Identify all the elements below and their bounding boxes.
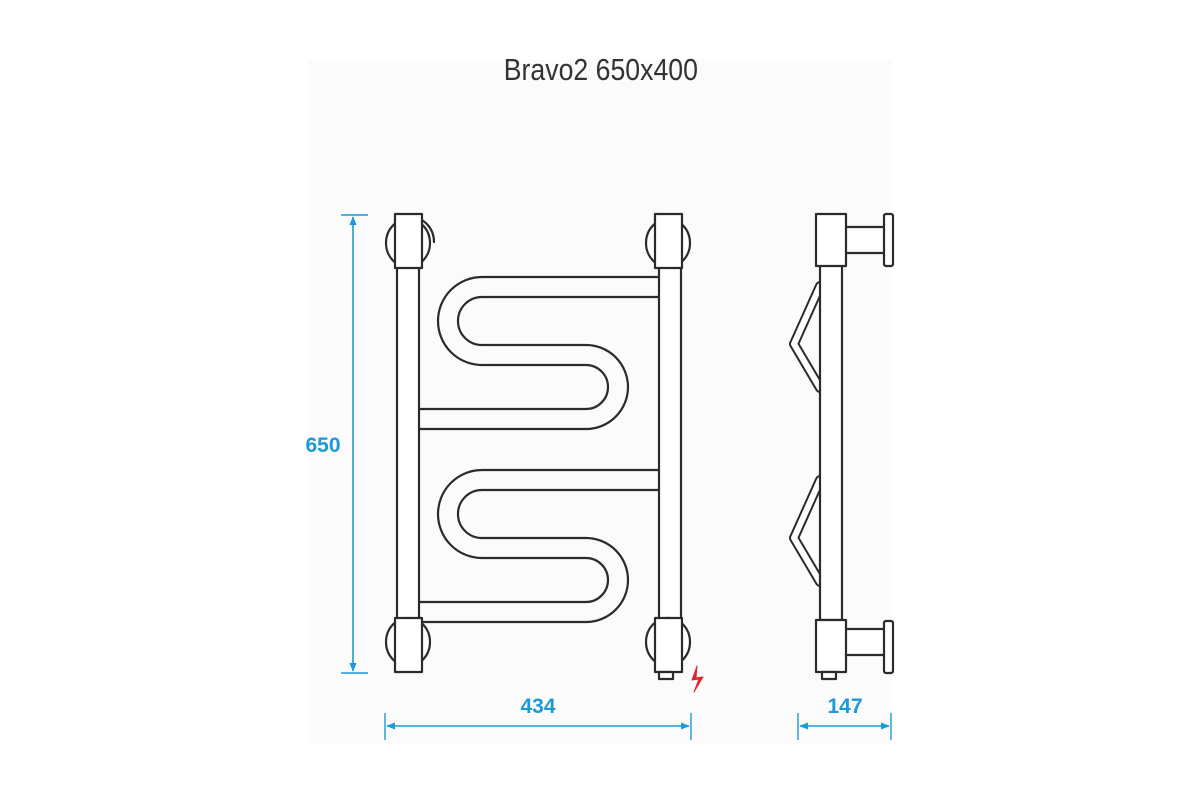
upper-coil <box>413 275 664 431</box>
depth-dimension: 147 <box>797 695 892 740</box>
side-view <box>789 212 895 681</box>
lower-coil-profile <box>789 475 825 587</box>
width-dimension: 434 <box>384 695 692 740</box>
left-riser <box>384 212 436 674</box>
height-dimension: 650 <box>305 214 368 674</box>
lightning-bolt-icon <box>691 665 704 693</box>
side-riser <box>814 212 848 681</box>
height-label: 650 <box>305 434 340 457</box>
right-riser <box>644 212 692 681</box>
page-title: Bravo2 650x400 <box>503 52 698 87</box>
width-label: 434 <box>520 695 555 718</box>
depth-label: 147 <box>827 695 862 718</box>
lower-bracket <box>843 619 895 675</box>
front-view <box>384 212 692 681</box>
upper-bracket <box>843 212 895 268</box>
lower-coil <box>413 468 664 624</box>
upper-coil-profile <box>789 281 825 393</box>
